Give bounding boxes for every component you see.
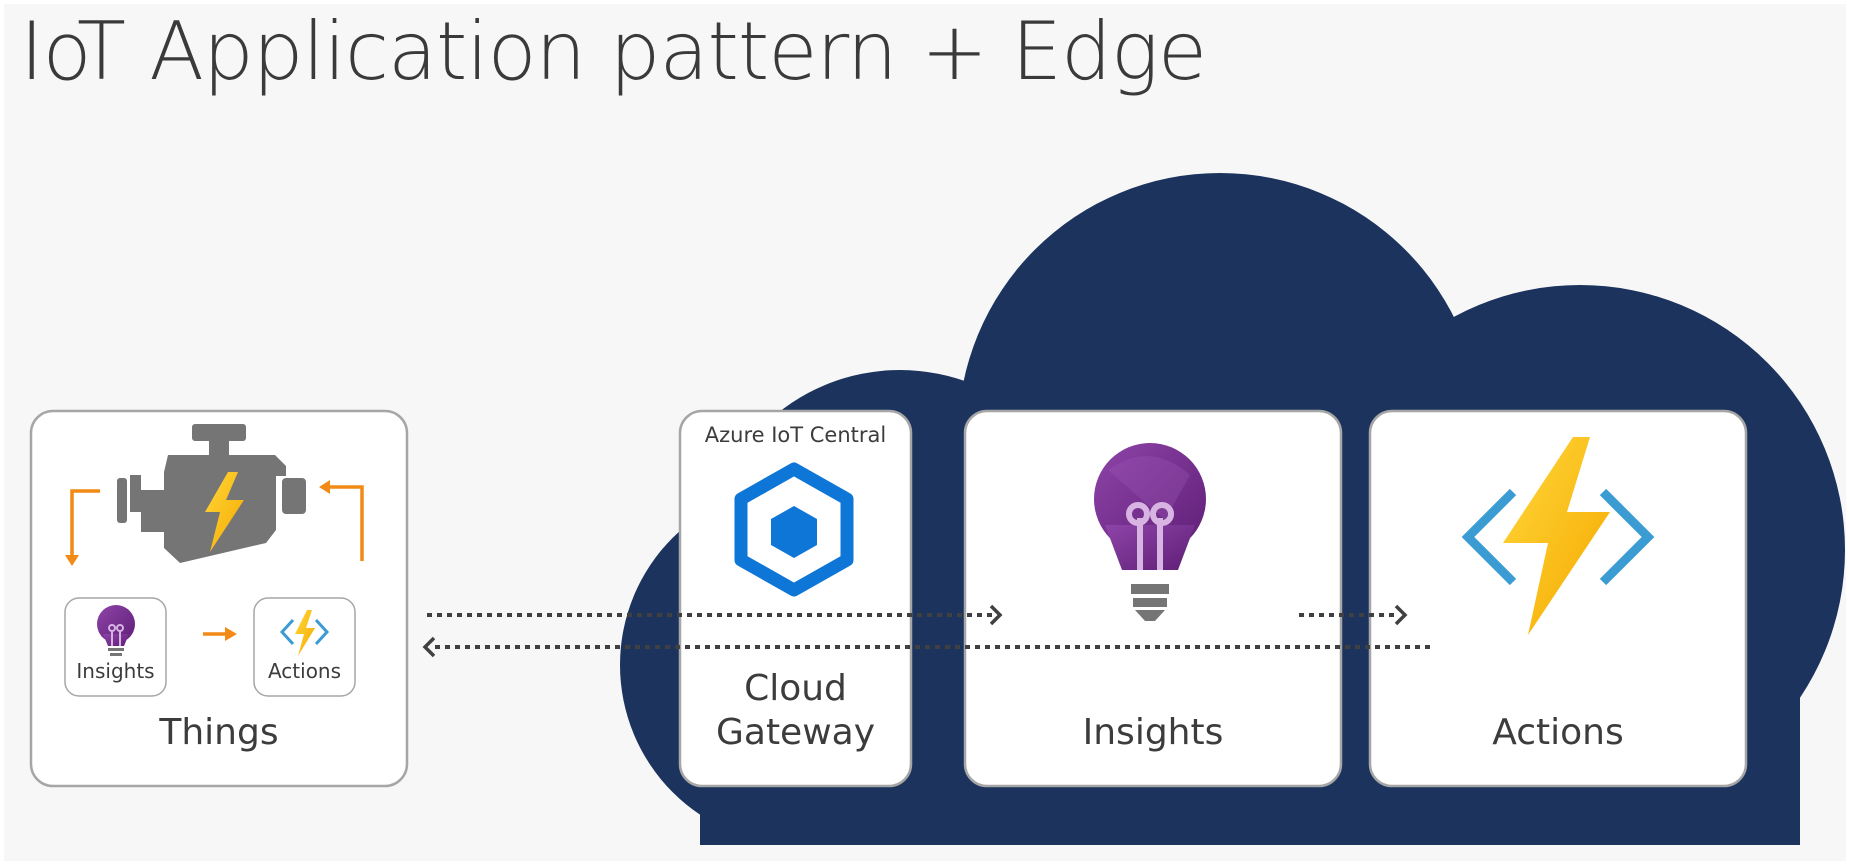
things-caption: Things bbox=[159, 712, 279, 753]
engine-icon bbox=[117, 424, 306, 563]
actions-card[interactable] bbox=[1368, 409, 1748, 788]
small-lightbulb-icon bbox=[97, 605, 135, 656]
actions-caption: Actions bbox=[1492, 712, 1624, 753]
gateway-caption-line1: Cloud bbox=[744, 668, 847, 709]
gateway-header: Azure IoT Central bbox=[704, 423, 887, 447]
orange-arrowheads bbox=[65, 480, 330, 641]
small-function-icon bbox=[279, 610, 330, 656]
things-actions-tile[interactable] bbox=[253, 597, 356, 697]
things-insights-label: Insights bbox=[76, 659, 155, 683]
slide-title: IoT Application pattern + Edge bbox=[20, 5, 1207, 98]
things-insights-tile[interactable] bbox=[64, 597, 167, 697]
insights-caption: Insights bbox=[1082, 712, 1224, 753]
orange-loop-arrows bbox=[70, 485, 364, 636]
gateway-caption-line2: Gateway bbox=[715, 712, 876, 753]
function-bolt-icon bbox=[1461, 437, 1655, 635]
iot-central-icon bbox=[734, 462, 854, 597]
data-flow-arrows bbox=[422, 604, 1430, 658]
things-actions-label: Actions bbox=[267, 659, 342, 683]
lightbulb-icon bbox=[1094, 443, 1206, 621]
